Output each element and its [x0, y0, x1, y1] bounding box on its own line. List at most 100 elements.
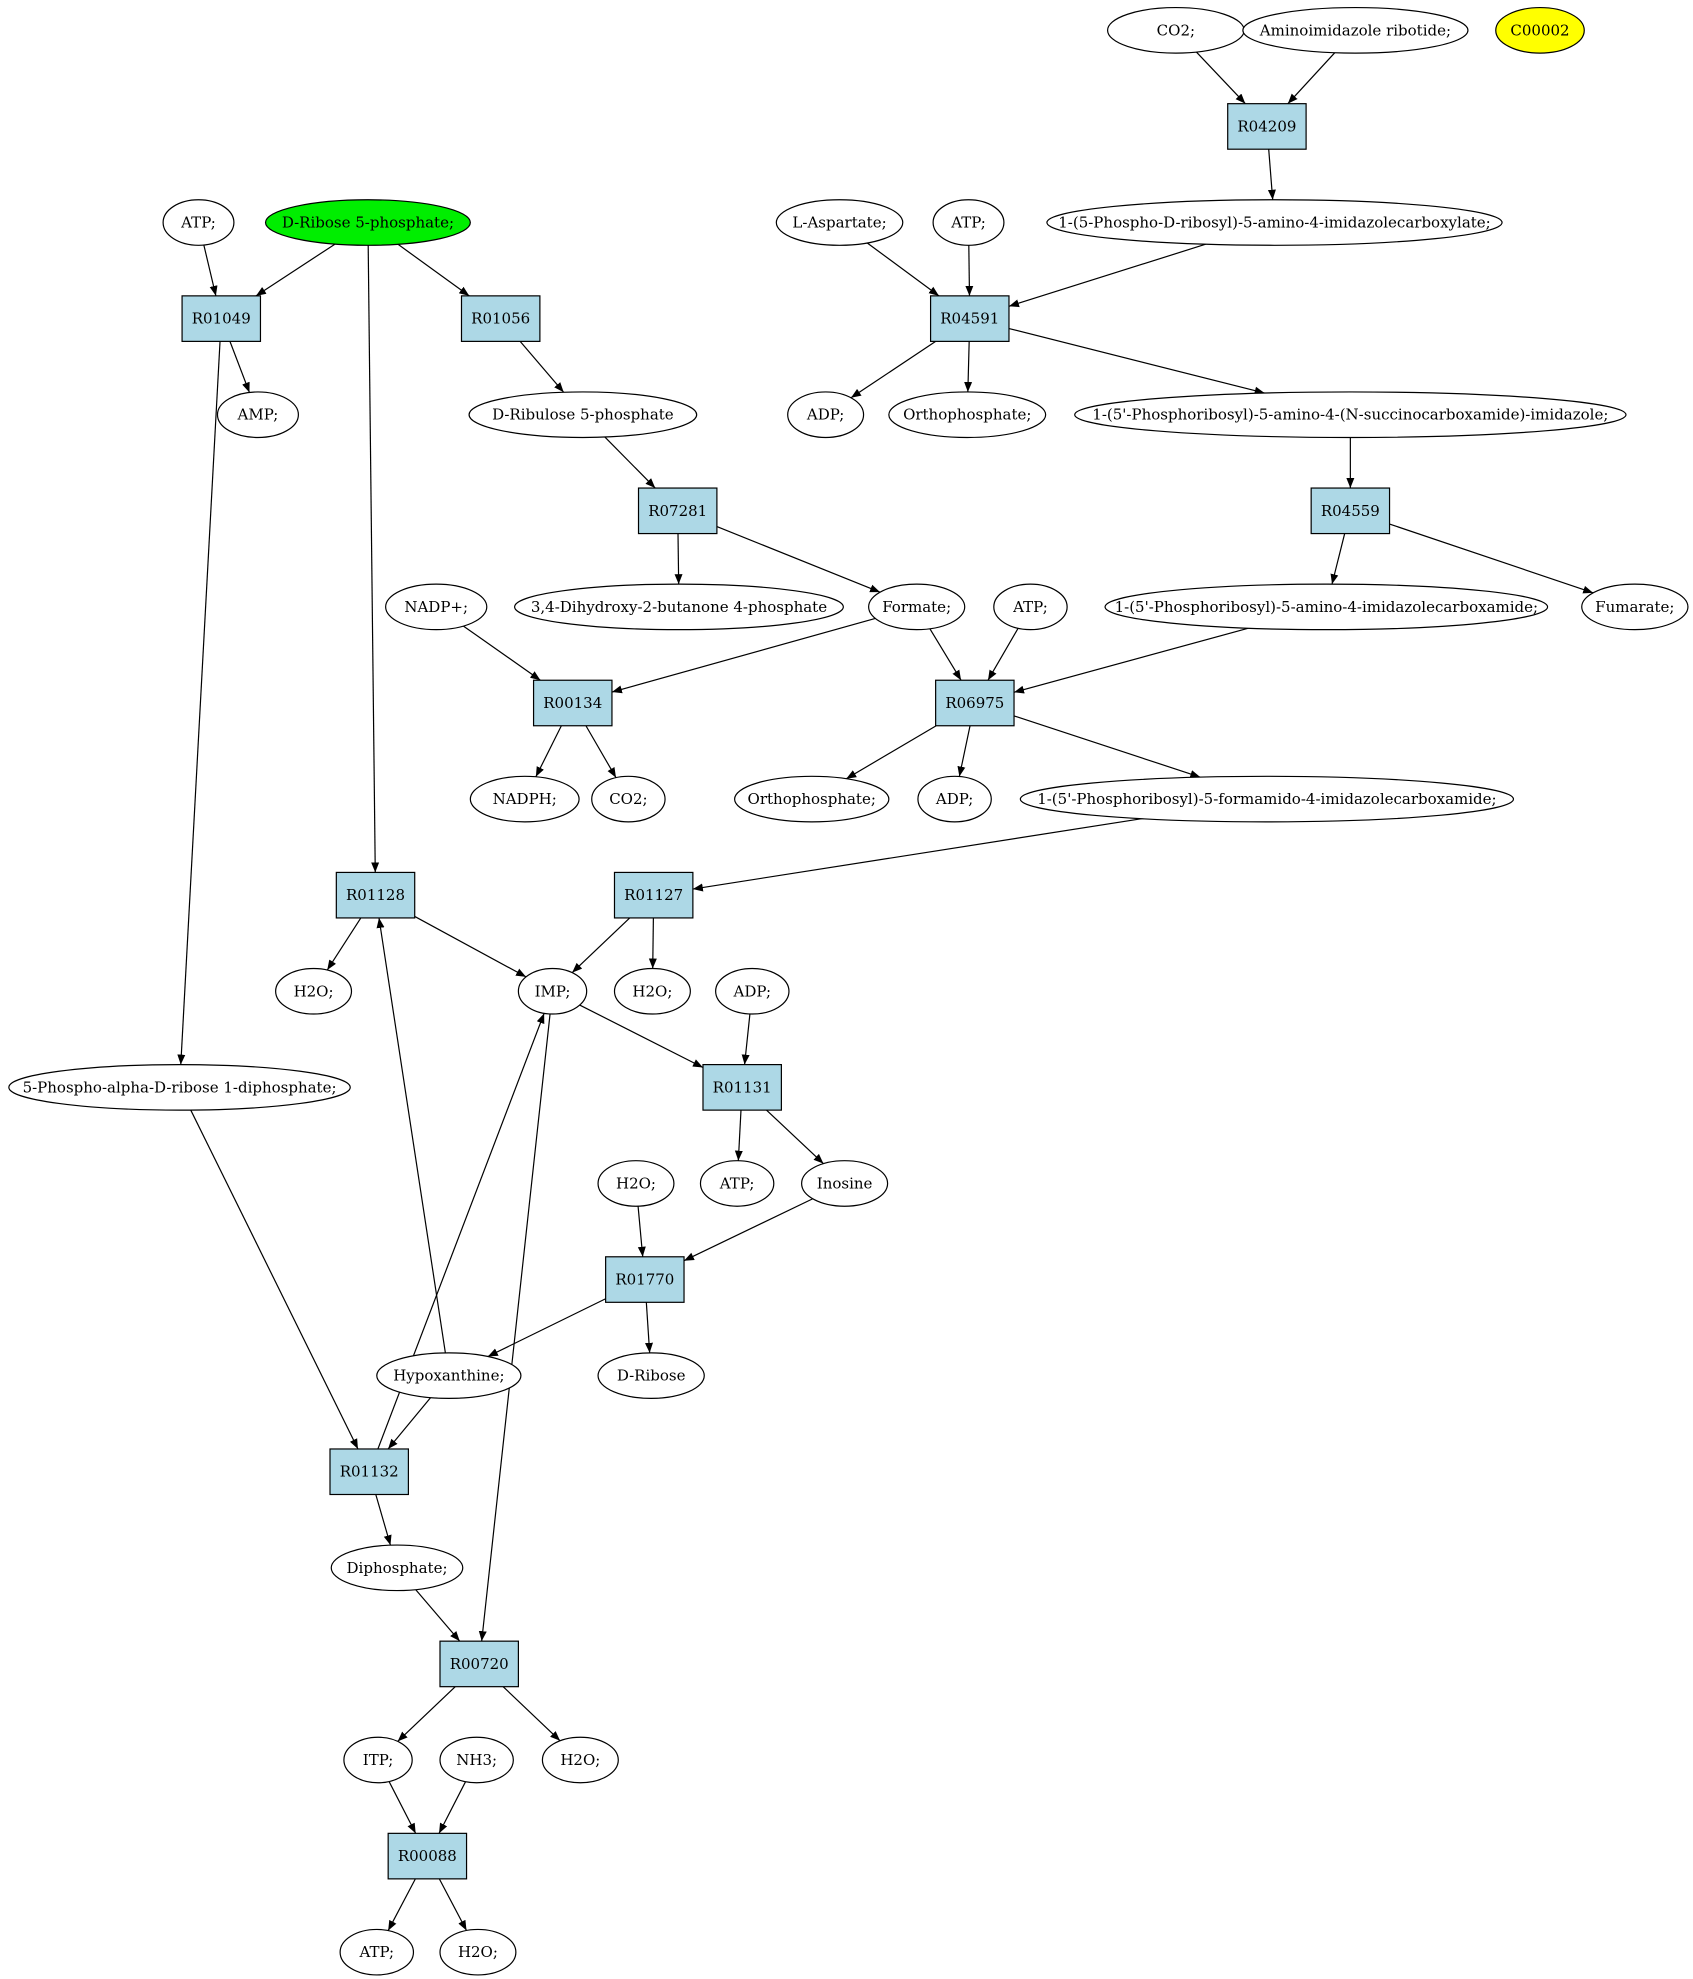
- edge-layer: [177, 51, 1594, 1931]
- compound-node-adp_3: ADP;: [715, 967, 790, 1015]
- compound-node-pi_1: Orthophosphate;: [888, 391, 1047, 439]
- node-label: ADP;: [935, 790, 973, 808]
- compound-ellipse: [439, 1928, 517, 1976]
- reaction-node-r04209: R04209: [1227, 103, 1307, 150]
- compound-node-co2_2: CO2;: [591, 775, 666, 823]
- reaction-node-r04559: R04559: [1310, 487, 1391, 535]
- reaction-node-r01132: R01132: [329, 1448, 409, 1496]
- node-label: R04591: [940, 310, 999, 328]
- compound-node-ru5p: D-Ribulose 5-phosphate: [468, 391, 698, 439]
- edge-imp-to-r00720: [478, 1013, 551, 1642]
- edge-r04591-to-pi_1: [964, 341, 973, 392]
- compound-node-nh3: NH3;: [439, 1736, 514, 1784]
- reaction-node-r01127: R01127: [613, 871, 694, 919]
- compound-node-saicar: 1-(5'-Phosphoribosyl)-5-amino-4-(N-succi…: [1074, 391, 1627, 439]
- node-label: Orthophosphate;: [748, 790, 876, 808]
- node-label: ATP;: [950, 214, 986, 232]
- compound-node-nadp: NADP+;: [385, 583, 488, 631]
- node-label: Orthophosphate;: [903, 406, 1031, 424]
- edge-r5p-to-r01128: [367, 245, 380, 873]
- compound-ellipse: [8, 1064, 351, 1111]
- edge-r01127-to-h2o_2: [648, 917, 657, 969]
- reaction-box: [1227, 103, 1307, 150]
- node-label: C00002: [1510, 21, 1569, 39]
- reaction-box: [637, 487, 718, 535]
- edge-hypoxanthine-to-r01132: [387, 1397, 432, 1450]
- node-label: R01127: [624, 886, 683, 904]
- edge-r04559-to-aicar: [1330, 533, 1346, 585]
- edge-imp-to-r01131: [579, 1004, 704, 1069]
- compound-node-co2_top: CO2;: [1106, 6, 1245, 54]
- reaction-box: [387, 1832, 468, 1880]
- edge-r01049-to-amp: [229, 341, 251, 393]
- reaction-node-r00720: R00720: [439, 1640, 519, 1688]
- edge-r06975-to-faicar: [1013, 715, 1201, 778]
- reaction-box: [613, 871, 694, 919]
- compound-ellipse: [439, 1736, 514, 1784]
- node-label: H2O;: [560, 1751, 600, 1769]
- compound-ellipse: [888, 391, 1047, 439]
- node-layer: CO2; Aminoimidazole ribotide; C00002R04209…: [8, 6, 1689, 1976]
- reaction-box: [181, 295, 262, 342]
- compound-ellipse: [591, 775, 666, 823]
- compound-ellipse: [1019, 775, 1515, 823]
- edge-r01128-to-h2o_1: [326, 917, 362, 971]
- edge-r01128-to-imp: [414, 915, 527, 978]
- reaction-node-r04591: R04591: [929, 295, 1010, 342]
- compound-node-itp: ITP;: [343, 1736, 413, 1784]
- reaction-box: [460, 295, 541, 342]
- node-label: R01132: [340, 1463, 399, 1481]
- reaction-node-r01131: R01131: [702, 1064, 782, 1111]
- compound-node-atp_4: ATP;: [699, 1160, 775, 1207]
- node-label: ADP;: [806, 406, 844, 424]
- compound-node-hypoxanthine: Hypoxanthine;: [376, 1352, 522, 1400]
- node-label: R01056: [471, 310, 530, 328]
- compound-ellipse: [330, 1544, 464, 1592]
- edge-r04559-to-fumarate: [1389, 523, 1594, 594]
- edge-r07281-to-formate: [716, 526, 881, 593]
- edge-r07281-to-dhbp: [674, 533, 683, 585]
- edge-r00134-to-co2_2: [585, 725, 617, 778]
- node-label: NH3;: [456, 1751, 497, 1769]
- node-label: R04209: [1237, 117, 1296, 135]
- edge-r01056-to-ru5p: [519, 340, 565, 393]
- edge-itp-to-r00088: [388, 1781, 417, 1834]
- reaction-node-r01128: R01128: [335, 871, 416, 919]
- node-label: Aminoimidazole ribotide;: [1259, 21, 1451, 39]
- edge-r00088-to-h2o_5: [438, 1878, 468, 1931]
- compound-node-formate: Formate;: [868, 583, 966, 631]
- edge-r00720-to-h2o_4: [502, 1686, 561, 1742]
- compound-ellipse: [468, 391, 698, 439]
- compound-node-amp: AMP;: [216, 391, 299, 439]
- compound-node-nadph: NADPH;: [469, 775, 580, 823]
- node-label: ATP;: [358, 1943, 394, 1961]
- edge-nh3-to-r00088: [438, 1781, 467, 1834]
- compound-ellipse: [597, 1352, 705, 1400]
- node-label: ATP;: [1012, 598, 1048, 616]
- node-label: IMP;: [535, 982, 571, 1000]
- edge-atp_3-to-r06975: [987, 628, 1019, 681]
- edge-ru5p-to-r07281: [604, 436, 656, 489]
- node-label: R01128: [346, 886, 405, 904]
- node-label: 1-(5'-Phosphoribosyl)-5-amino-4-imidazol…: [1115, 598, 1539, 616]
- compound-node-h2o_3: H2O;: [597, 1160, 675, 1207]
- node-label: NADPH;: [493, 790, 557, 808]
- node-label: L-Aspartate;: [792, 214, 886, 232]
- edge-r00720-to-itp: [397, 1686, 456, 1742]
- edge-r01131-to-atp_4: [734, 1110, 743, 1161]
- compound-ellipse: [162, 199, 235, 246]
- compound-ellipse: [514, 583, 844, 631]
- edge-atp_1-to-r01049: [203, 244, 218, 297]
- reaction-box: [1310, 487, 1391, 535]
- node-label: Hypoxanthine;: [393, 1367, 504, 1385]
- compound-ellipse: [1104, 583, 1549, 631]
- compound-node-aicar: 1-(5'-Phosphoribosyl)-5-amino-4-imidazol…: [1104, 583, 1549, 631]
- node-label: H2O;: [616, 1174, 656, 1192]
- compound-ellipse: [1046, 199, 1503, 246]
- edge-r01127-to-imp: [571, 917, 631, 974]
- node-label: H2O;: [294, 982, 334, 1000]
- compound-node-atp_1: ATP;: [162, 199, 235, 246]
- compound-ellipse: [613, 967, 691, 1015]
- node-label: R00720: [450, 1655, 509, 1673]
- compound-node-pi_2: Orthophosphate;: [734, 775, 890, 823]
